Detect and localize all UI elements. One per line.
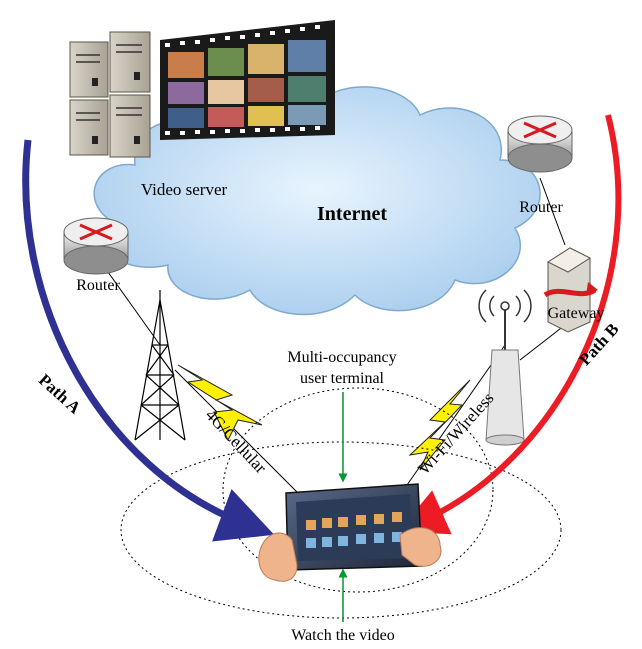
terminal-label-line2: user terminal: [300, 370, 385, 387]
internet-label: Internet: [317, 203, 387, 225]
terminal-label-line1: Multi-occupancy: [287, 349, 396, 366]
path-b-arrow: [398, 114, 622, 535]
video-filmstrip-icon: [160, 20, 335, 140]
wifi-lightning-icon: [408, 379, 471, 471]
gateway-icon: [543, 247, 598, 333]
tablet-terminal-icon: [258, 483, 442, 582]
router-right-label: Router: [519, 199, 563, 216]
wifi-access-point-icon: [478, 289, 532, 446]
gateway-label: Gateway: [548, 305, 605, 322]
watch-video-label: Watch the video: [291, 627, 395, 644]
cell-tower-icon: [134, 290, 186, 441]
router-right-icon: [507, 115, 573, 173]
video-server-label: Video server: [141, 180, 228, 199]
router-left-label: Router: [76, 277, 120, 294]
path-a-arrow: [22, 139, 275, 542]
router-left-icon: [63, 217, 129, 275]
path-b-label: Path B: [575, 320, 622, 370]
video-server-icon: [69, 31, 151, 158]
coverage-ellipses: [120, 387, 562, 619]
cellular-lightning-icon: [177, 364, 263, 442]
